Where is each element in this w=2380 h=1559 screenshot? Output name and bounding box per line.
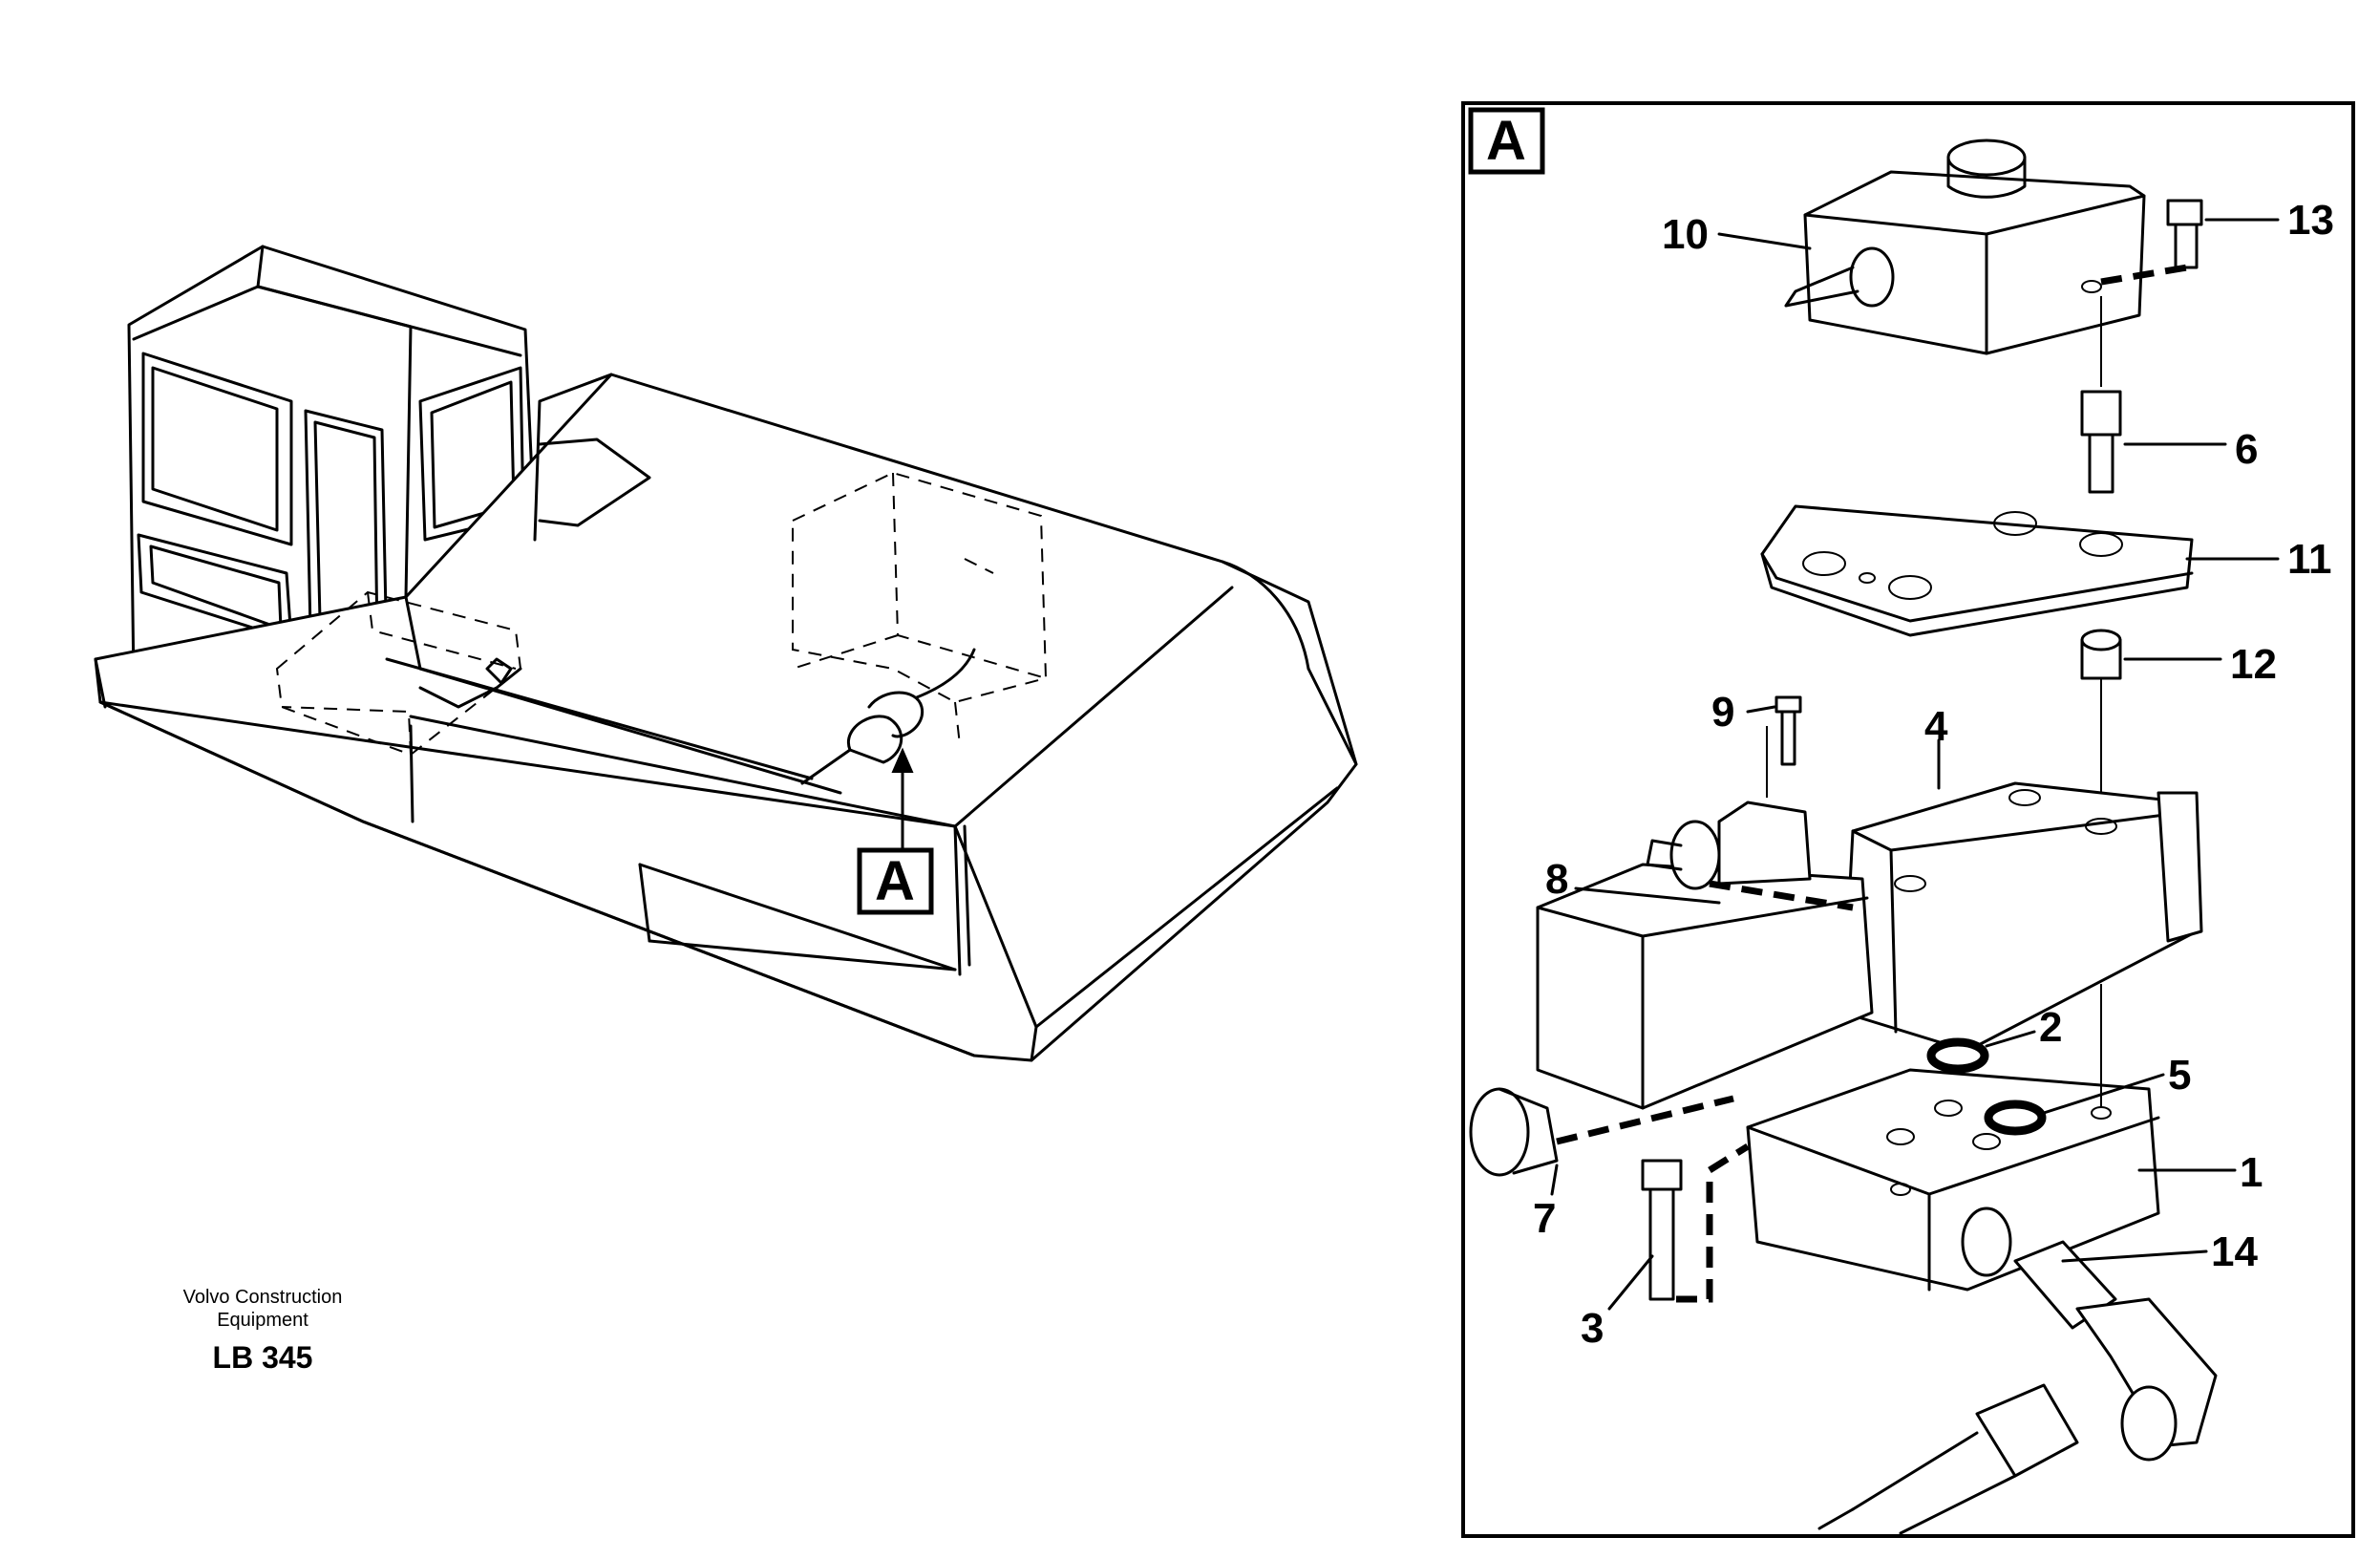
drawing-code: LB 345 [212, 1340, 313, 1375]
callout-12: 12 [2230, 641, 2277, 688]
part-2-seal [1926, 1037, 1989, 1074]
callout-13: 13 [2287, 197, 2334, 244]
callout-4: 4 [1924, 703, 1948, 750]
callout-14: 14 [2211, 1228, 2258, 1275]
overview-marker-a: A [857, 847, 934, 915]
callout-11: 11 [2287, 536, 2332, 583]
caption: Volvo Construction Equipment LB 345 [143, 1286, 382, 1376]
detail-panel: A [1461, 101, 2355, 1538]
overview-marker-a-label: A [875, 850, 915, 912]
leader-lines [1550, 218, 2280, 1311]
callouts: 10 13 6 11 12 9 4 8 2 5 1 7 14 3 [1533, 197, 2334, 1352]
callout-7: 7 [1533, 1195, 1556, 1242]
maker-line-1: Volvo Construction [182, 1287, 343, 1308]
callout-8: 8 [1545, 856, 1568, 903]
excavator-overview: A [94, 245, 1358, 1062]
part-6-screw [2080, 296, 2122, 494]
valve-location [800, 648, 976, 785]
detail-marker-a-label: A [1486, 110, 1526, 172]
part-10-control-box [1784, 139, 2146, 355]
part-11-plate [1760, 504, 2194, 637]
part-7-plug [1469, 1087, 1734, 1177]
part-5-seal [1984, 1100, 2047, 1136]
callout-6: 6 [2235, 426, 2258, 473]
hidden-box [792, 471, 1048, 704]
callout-10: 10 [1662, 211, 1709, 258]
part-8-coil [1536, 726, 1874, 1110]
part-13-screw [2100, 199, 2203, 286]
part-12-bushing [2080, 629, 2122, 812]
callout-5: 5 [2168, 1052, 2191, 1099]
part-3-bolt [1641, 1143, 1750, 1303]
callout-3: 3 [1581, 1305, 1604, 1352]
callout-9: 9 [1711, 689, 1734, 736]
detail-marker-a: A [1468, 107, 1545, 175]
callout-2: 2 [2039, 1004, 2062, 1051]
part-9-screw [1774, 695, 1802, 766]
part-1-base-block [1746, 1068, 2160, 1292]
part-4-valve-block [1841, 781, 2203, 1053]
maker-line-2: Equipment [217, 1310, 308, 1331]
callout-1: 1 [2240, 1149, 2263, 1196]
part-14-fitting [1817, 1240, 2218, 1535]
